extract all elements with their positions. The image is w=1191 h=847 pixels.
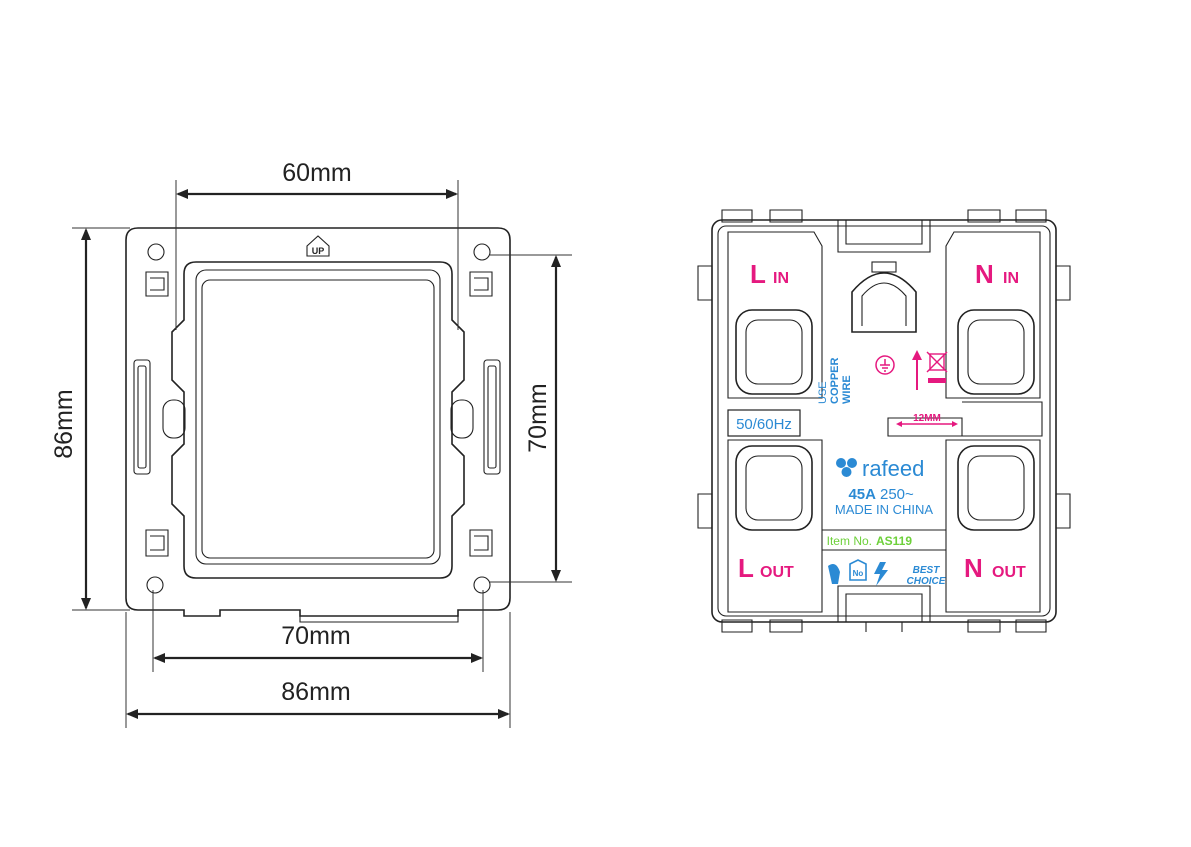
plate-bottom-tab [299,616,459,623]
up-mark-text: UP [312,246,325,256]
rating-current: 45A [848,486,876,503]
rafeed-logo-icon [836,458,857,477]
terminal-n-in-letter: N [975,259,994,289]
label-no: No [853,569,864,578]
frequency-box [727,409,801,437]
lightning-icon [874,562,888,586]
label-best: BEST [913,565,941,576]
plate-clips [145,271,493,557]
terminal-n-in-sub: IN [1003,270,1019,287]
label-made-in: MADE IN CHINA [835,502,934,517]
up-arrow-icon [912,350,922,390]
badge-no-icon [849,559,867,581]
terminal-l-out-sub: OUT [760,564,794,581]
plate-outline [125,227,511,617]
item-number: AS119 [876,534,912,548]
terminal-l-out-letter: L [738,553,754,583]
socket-body-outline [711,219,1057,623]
side-slot-left [133,359,151,475]
socket-labels: L IN N IN L OUT N OUT USE COPPER WIRE [727,259,1026,587]
label-wire: WIRE [841,375,853,404]
mounting-hole-top-left [147,243,165,261]
mounting-hole-bottom-right [473,576,491,594]
screw-hole-l-out [735,445,813,531]
terminal-l-in-letter: L [750,259,766,289]
mounting-plate-view: UP [125,227,511,623]
screw-hole-n-out [957,445,1035,531]
crossed-bin-icon [926,351,948,383]
terminal-l-in-sub: IN [773,270,789,287]
brand-name: rafeed [862,456,924,481]
label-strip-length: 12MM [913,413,941,424]
label-use: USE [817,381,829,404]
dim-right-70mm: 70mm [524,383,552,452]
terminal-l-in-frame [727,231,823,399]
check-shield-icon [828,564,840,584]
up-mark: UP [306,235,330,257]
earth-icon [875,355,895,375]
mounting-hole-top-right [473,243,491,261]
certification-icons: No [828,559,888,586]
earth-terminal-arch [851,272,917,333]
rating-voltage: 250~ [880,486,914,503]
center-slot-right [450,399,474,439]
terminal-n-out-sub: OUT [992,564,1026,581]
screw-hole-l-in [735,309,813,395]
socket-body-view [697,209,1071,633]
terminal-l-out-frame [727,439,823,613]
label-choice: CHOICE [907,576,946,587]
screw-hole-n-in [957,309,1035,395]
dim-top-60mm: 60mm [282,159,351,187]
mounting-hole-bottom-left [146,576,164,594]
inner-frame [171,261,465,579]
terminal-n-out-letter: N [964,553,983,583]
terminal-n-in-frame [945,231,1041,399]
item-label: Item No. [827,534,872,548]
side-slot-right [483,359,501,475]
inner-window [201,279,435,559]
label-copper: COPPER [829,357,841,404]
dim-bottom-70mm: 70mm [281,622,350,650]
left-view-dimensions: 60mm 86mm 70mm 70mm 86mm [50,159,572,728]
terminal-n-out-frame [945,439,1041,613]
center-slot-left [162,399,186,439]
dim-left-86mm: 86mm [50,389,78,458]
dim-bottom-86mm: 86mm [281,678,350,706]
item-number-box [821,529,947,551]
label-frequency: 50/60Hz [736,416,792,433]
